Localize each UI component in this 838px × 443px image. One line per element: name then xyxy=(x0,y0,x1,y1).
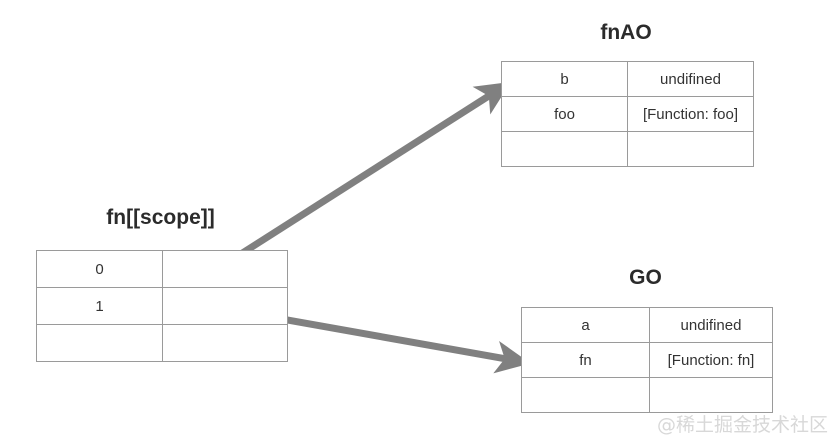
go-row-2-value xyxy=(649,377,773,413)
fnao-row-1-key: foo xyxy=(501,96,628,132)
go-row-0-value: undifined xyxy=(649,307,773,343)
table-row: 1 xyxy=(36,287,288,325)
fnao-row-0-value: undifined xyxy=(627,61,754,97)
table-row: a undifined xyxy=(521,307,773,343)
fnao-table-title: fnAO xyxy=(600,21,652,44)
table-row: foo [Function: foo] xyxy=(501,96,754,132)
table-row xyxy=(501,131,754,167)
scope-table: 0 1 xyxy=(36,250,288,362)
go-row-2-key xyxy=(521,377,650,413)
table-row: 0 xyxy=(36,250,288,288)
scope-row-2-key xyxy=(36,324,163,362)
scope-row-0-key: 0 xyxy=(36,250,163,288)
table-row: b undifined xyxy=(501,61,754,97)
table-row: fn [Function: fn] xyxy=(521,342,773,378)
scope-row-0-value xyxy=(162,250,288,288)
scope-table-title: fn[[scope]] xyxy=(106,206,215,229)
go-table-title: GO xyxy=(629,266,662,289)
table-row xyxy=(521,377,773,413)
go-row-1-value: [Function: fn] xyxy=(649,342,773,378)
go-row-1-key: fn xyxy=(521,342,650,378)
fnao-table: b undifined foo [Function: foo] xyxy=(501,61,754,167)
go-table: a undifined fn [Function: fn] xyxy=(521,307,773,413)
fnao-row-1-value: [Function: foo] xyxy=(627,96,754,132)
watermark: @稀土掘金技术社区 xyxy=(656,414,828,436)
scope-row-1-key: 1 xyxy=(36,287,163,325)
arrow-scope0-to-fnao xyxy=(220,81,511,269)
scope-row-2-value xyxy=(162,324,288,362)
fnao-row-2-value xyxy=(627,131,754,167)
table-row xyxy=(36,324,288,362)
go-row-0-key: a xyxy=(521,307,650,343)
scope-row-1-value xyxy=(162,287,288,325)
fnao-row-2-key xyxy=(501,131,628,167)
fnao-row-0-key: b xyxy=(501,61,628,97)
